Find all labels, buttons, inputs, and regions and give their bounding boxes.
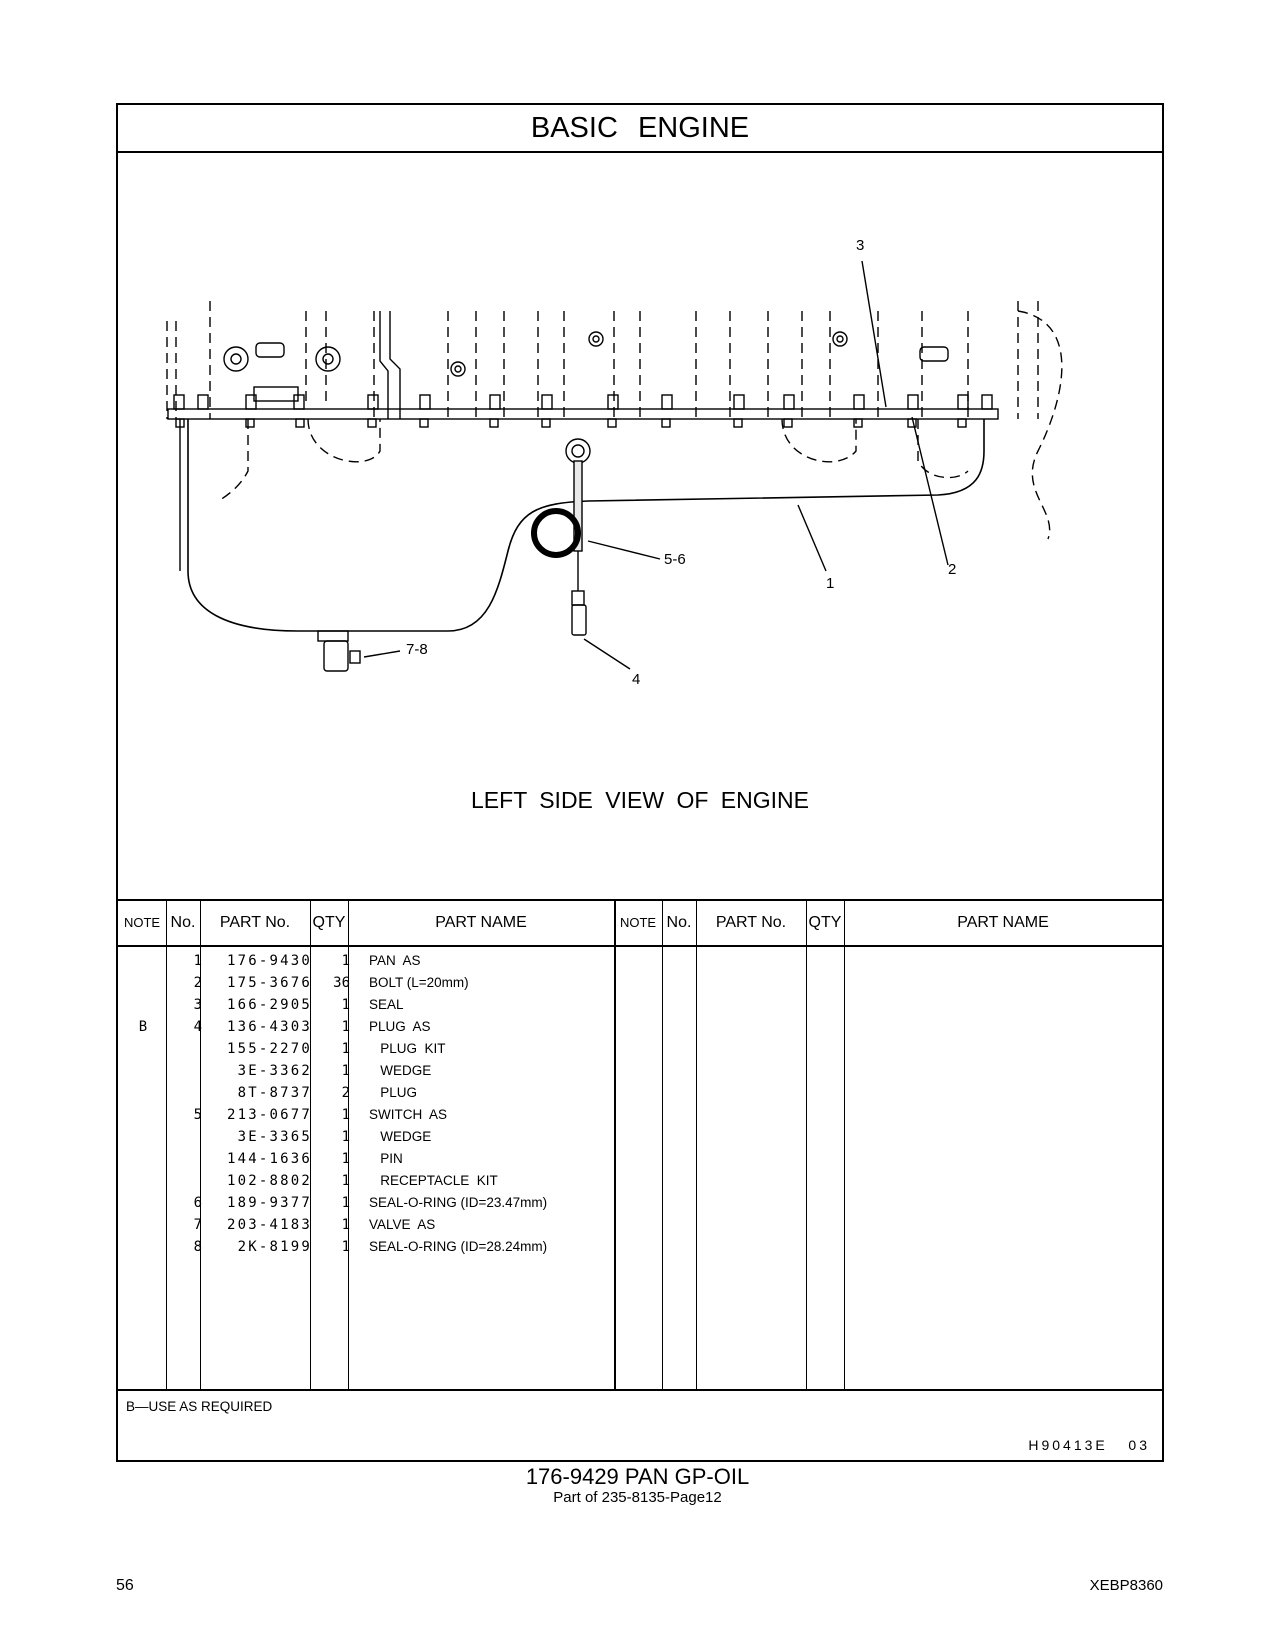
parts-page-frame: BASIC ENGINE (116, 103, 1164, 1462)
page-number: 56 (116, 1577, 134, 1594)
footnote: B—USE AS REQUIRED (126, 1399, 273, 1414)
col-divider (696, 901, 697, 1391)
header-note-left: NOTE (123, 915, 161, 930)
col-divider (310, 901, 311, 1391)
document-code: XEBP8360 (1089, 1577, 1163, 1594)
header-no-right: No. (666, 914, 692, 931)
header-note-right: NOTE (619, 915, 657, 930)
callout-2: 2 (948, 561, 957, 578)
header-partname-right: PART NAME (957, 914, 1049, 931)
callout-1: 1 (826, 575, 835, 592)
table-header (118, 901, 1162, 947)
table-footer: B—USE AS REQUIRED H90413E 03 (118, 1389, 1162, 1462)
header-qty-right: QTY (808, 914, 842, 931)
header-partno-right: PART No. (715, 914, 787, 931)
figure-code: H90413E 03 (1028, 1437, 1150, 1453)
oil-pan-drawing (166, 260, 1063, 672)
header-no-left: No. (170, 914, 196, 931)
col-divider (806, 901, 807, 1391)
page-title: BASIC ENGINE (118, 105, 1162, 153)
header-qty-left: QTY (312, 914, 346, 931)
group-caption: 176-9429 PAN GP-OIL (525, 1464, 750, 1489)
col-divider (662, 901, 663, 1391)
col-divider-center (614, 901, 616, 1391)
group-subcaption: Part of 235-8135-Page12 (553, 1489, 722, 1506)
callout-5-6: 5-6 (664, 551, 686, 568)
header-partname-left: PART NAME (435, 914, 527, 931)
parts-table: NOTE No. PART No. QTY PART NAME NOTE No.… (118, 899, 1162, 1391)
header-partno-left: PART No. (219, 914, 291, 931)
engine-figure: 3 5-6 1 2 7-8 4 LEFT SIDE VIEW OF ENGINE (118, 151, 1162, 899)
col-divider (200, 901, 201, 1391)
col-divider (844, 901, 845, 1391)
col-divider (166, 901, 167, 1391)
callout-7-8: 7-8 (406, 641, 428, 658)
figure-caption: LEFT SIDE VIEW OF ENGINE (471, 787, 809, 813)
callout-3: 3 (856, 237, 865, 254)
callout-4: 4 (632, 671, 641, 688)
col-divider (348, 901, 349, 1391)
